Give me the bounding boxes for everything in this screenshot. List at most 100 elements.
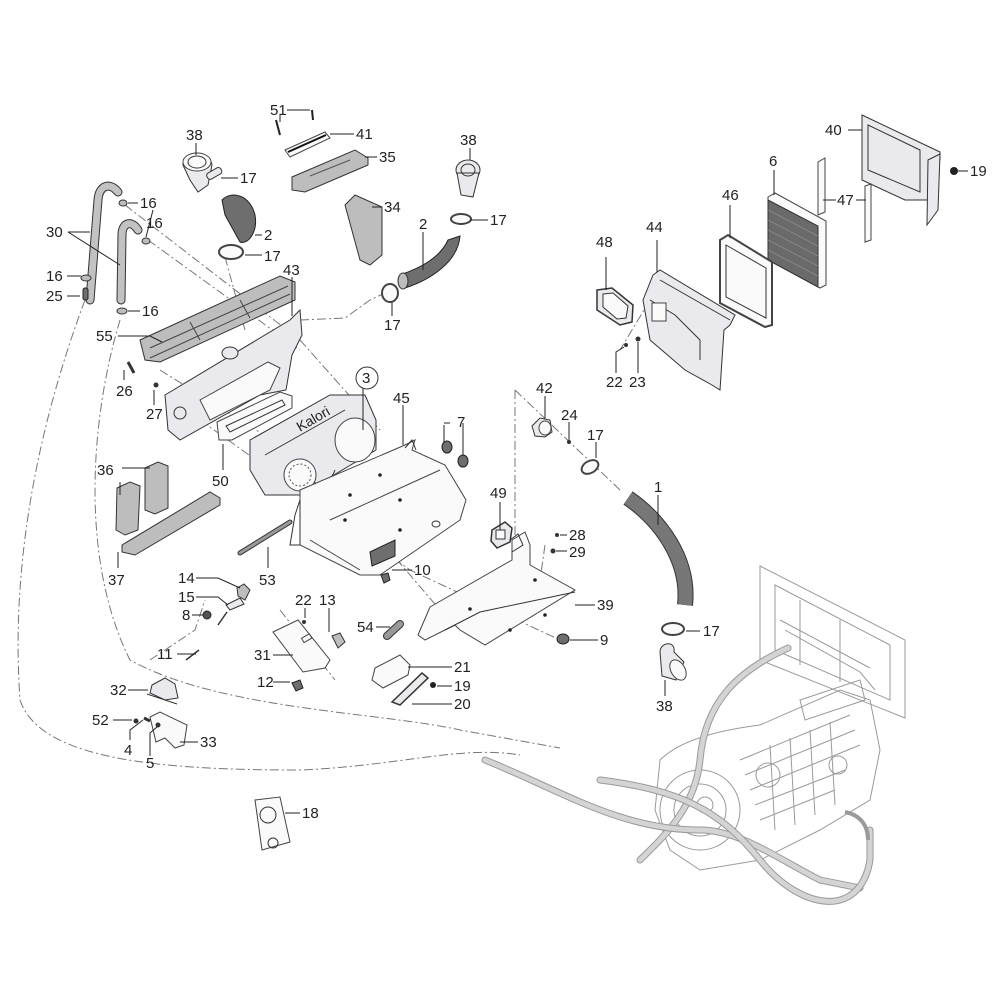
nut <box>202 610 212 620</box>
leader-lines <box>67 109 968 814</box>
callout-34: 34 <box>384 199 401 216</box>
callout-20: 20 <box>454 696 471 713</box>
grommet <box>80 274 92 282</box>
callout-55: 55 <box>96 328 113 345</box>
foam-block <box>371 654 411 689</box>
callout-49: 49 <box>490 485 507 502</box>
callout-9: 9 <box>600 632 608 649</box>
blower-unit: Kalori <box>249 394 377 496</box>
assembly-line <box>17 299 521 771</box>
callout-25: 25 <box>46 288 63 305</box>
engine-block <box>654 689 881 871</box>
callout-47: 47 <box>837 192 854 209</box>
clip <box>153 382 159 388</box>
nut <box>380 572 391 584</box>
bracket <box>149 711 188 749</box>
callout-19: 19 <box>454 678 471 695</box>
knob <box>236 583 251 601</box>
callout-1: 1 <box>654 479 662 496</box>
filter-seal <box>719 233 773 329</box>
callout-14: 14 <box>178 570 195 587</box>
housing-cover <box>164 308 303 441</box>
callout-37: 37 <box>108 572 125 589</box>
screw <box>311 109 314 121</box>
callout-42: 42 <box>536 380 553 397</box>
callout-26: 26 <box>116 383 133 400</box>
mounting-bracket <box>417 531 576 646</box>
washer <box>550 548 556 554</box>
callout-17: 17 <box>240 170 257 187</box>
callout-43: 43 <box>283 262 300 279</box>
hose-clamp <box>580 459 600 475</box>
foam-pad <box>144 461 169 515</box>
foam-block <box>291 149 369 193</box>
assembly-line <box>94 319 561 749</box>
air-nozzle <box>182 152 213 193</box>
callout-8: 8 <box>182 607 190 624</box>
callout-48: 48 <box>596 234 613 251</box>
grommet <box>141 237 151 245</box>
unit-housing <box>289 439 467 576</box>
control-panel <box>254 796 291 851</box>
screw <box>624 343 628 347</box>
foam-pad <box>115 481 141 536</box>
callout-52: 52 <box>92 712 109 729</box>
callout-41: 41 <box>356 126 373 143</box>
callout-15: 15 <box>178 589 195 606</box>
callout-38: 38 <box>186 127 203 144</box>
callout-18: 18 <box>302 805 319 822</box>
callout-19: 19 <box>970 163 987 180</box>
grommet <box>116 307 128 315</box>
radiator-frame <box>759 565 906 719</box>
bracket <box>225 597 245 611</box>
callout-labels: 51 41 35 38 17 2 17 16 16 30 16 25 16 43… <box>46 102 987 822</box>
callout-32: 32 <box>110 682 127 699</box>
callout-33: 33 <box>200 734 217 751</box>
callout-27: 27 <box>146 406 163 423</box>
screw <box>430 682 436 688</box>
callout-circle <box>355 366 379 390</box>
assembly-line <box>514 389 621 491</box>
callout-2: 2 <box>419 216 427 233</box>
callout-24: 24 <box>561 407 578 424</box>
air-hose <box>221 194 257 243</box>
seal-strip <box>864 183 872 243</box>
callout-54: 54 <box>357 619 374 636</box>
callout-16: 16 <box>46 268 63 285</box>
screw <box>302 620 306 624</box>
callout-17: 17 <box>587 427 604 444</box>
grommet <box>118 199 128 207</box>
callout-11: 11 <box>157 646 173 663</box>
callout-44: 44 <box>646 219 663 236</box>
hose-clamp <box>450 213 472 225</box>
grommet <box>556 633 570 645</box>
callout-2: 2 <box>264 227 272 244</box>
callout-35: 35 <box>379 149 396 166</box>
air-hose <box>399 235 461 289</box>
cable <box>185 649 200 661</box>
callout-45: 45 <box>393 390 410 407</box>
seal-strip <box>817 157 826 216</box>
hose-clamp <box>206 167 223 180</box>
hose-clamp <box>381 283 399 303</box>
callout-39: 39 <box>597 597 614 614</box>
hose-clamp <box>218 244 244 260</box>
callout-17: 17 <box>703 623 720 640</box>
air-nozzle <box>659 643 687 681</box>
control-plate <box>272 619 331 673</box>
callout-36: 36 <box>97 462 114 479</box>
callout-23: 23 <box>629 374 646 391</box>
callout-28: 28 <box>569 527 586 544</box>
callout-17: 17 <box>490 212 507 229</box>
callout-51: 51 <box>270 102 287 119</box>
washer <box>635 336 641 342</box>
clip <box>291 679 304 692</box>
callout-17: 17 <box>264 248 281 265</box>
screw <box>133 718 139 724</box>
callout-3: 3 <box>362 370 370 387</box>
nut <box>155 722 161 728</box>
screw <box>275 119 281 136</box>
callout-38: 38 <box>656 698 673 715</box>
